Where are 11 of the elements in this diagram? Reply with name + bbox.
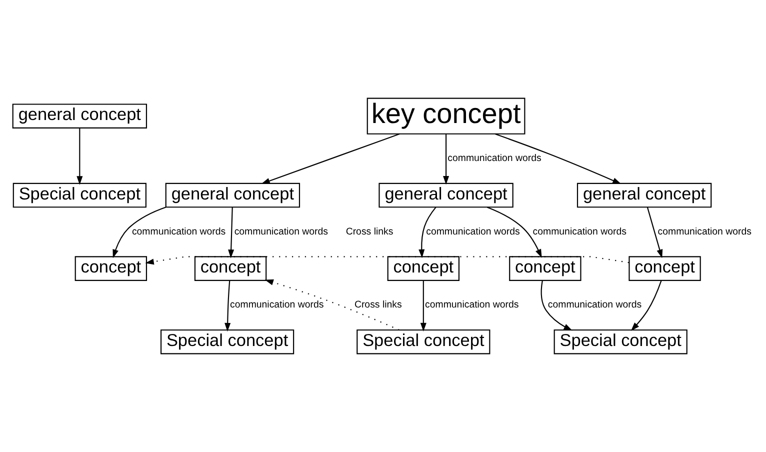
edge-label: communication words [532, 226, 626, 238]
edge-label: communication words [425, 300, 519, 311]
edge-label: communication words [658, 226, 752, 238]
edge-label: Cross links [346, 226, 394, 238]
edge-label: Cross links [354, 300, 402, 311]
edge-label: communication words [426, 226, 520, 238]
edge-label: communication words [230, 300, 324, 311]
edge-label: communication words [548, 300, 642, 311]
edge-label: communication words [234, 226, 328, 238]
edge-label: communication words [448, 153, 542, 164]
edge-label: communication words [132, 226, 226, 238]
